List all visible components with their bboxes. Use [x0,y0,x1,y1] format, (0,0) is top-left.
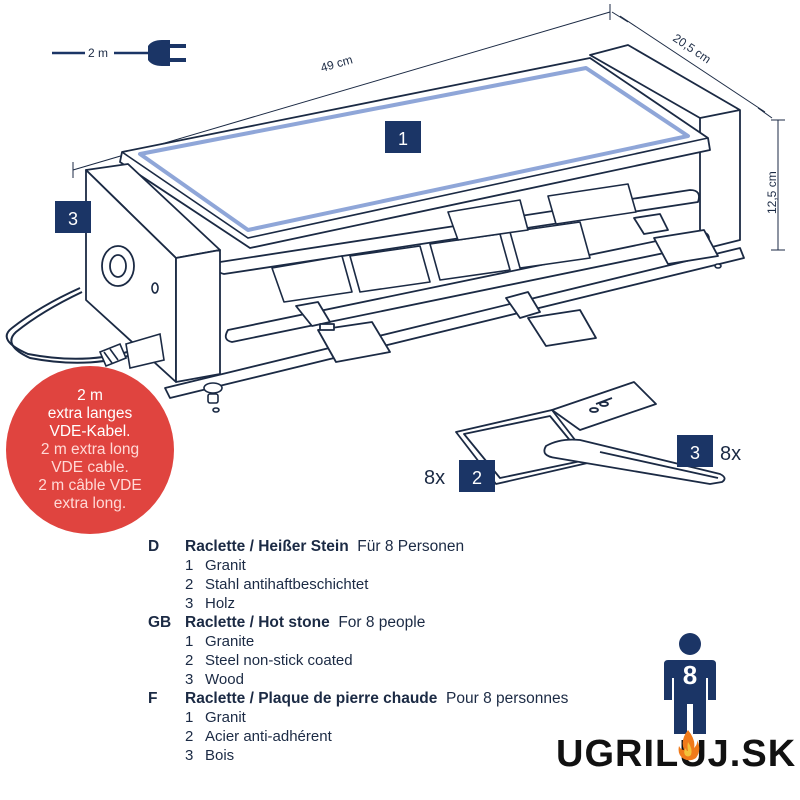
cable-plug [98,332,165,369]
svg-text:2: 2 [472,468,482,488]
raclette-pans [271,183,637,303]
cable-badge: 2 m extra langes VDE-Kabel. 2 m extra lo… [6,366,174,534]
callout-housing: 3 [55,201,91,233]
spec-subtitle: Pour 8 personnes [446,690,569,707]
grill-base [164,247,745,399]
badge-line-en-2: VDE cable. [51,459,129,476]
spec-subtitle: Für 8 Personen [357,538,465,555]
control-knob [101,245,135,287]
power-cable [5,287,141,364]
spec-heading-de: D Raclette / Heißer Stein Für 8 Personen [148,537,668,556]
dimension-depth [611,11,773,119]
spatula-count: 8x [720,443,741,465]
callout-grill-stone: 1 [385,121,421,153]
person-count: 8 [683,660,697,690]
language-code: F [148,690,158,707]
badge-line-de-2: extra langes [47,405,133,422]
badge-line-fr-2: extra long. [53,495,127,512]
dimension-height-label: 12,5 cm [765,171,779,214]
person-icon: 8 [664,633,716,734]
cable-length-indicator: 2 m [52,46,150,60]
pan-handles [295,213,719,363]
spec-heading-gb: GB Raclette / Hot stone For 8 people [148,613,668,632]
language-code: GB [148,614,172,631]
plug-icon [148,40,186,66]
site-logo[interactable]: UGRILUJ.SK [556,733,797,775]
detached-spatula [543,438,726,485]
dimension-width-label: 49 cm [319,52,354,74]
cable-length-label: 2 m [88,46,108,60]
spec-list: D Raclette / Heißer Stein Für 8 Personen… [148,537,668,765]
language-code: D [148,538,160,555]
spec-heading-fr: F Raclette / Plaque de pierre chaude Pou… [148,689,668,708]
badge-line-de-1: 2 m [77,387,103,404]
indicator-light [151,282,159,294]
grill-feet [203,263,722,413]
callout-spatula: 3 8x [677,435,741,467]
svg-text:1: 1 [398,129,408,149]
dimension-height [771,119,785,251]
dimension-depth-label: 20,5 cm [670,31,713,66]
raclette-illustration: 2 m 49 cm 20,5 cm 12,5 cm [5,4,785,492]
svg-text:3: 3 [690,443,700,463]
flame-icon [678,730,700,761]
pan-count: 8x [424,467,445,489]
callout-pan: 8x 2 [424,460,495,492]
spec-title: Raclette / Plaque de pierre chaude [185,690,438,707]
spec-title: Raclette / Hot stone [185,614,330,631]
badge-line-en-1: 2 m extra long [40,441,140,458]
svg-text:3: 3 [68,209,78,229]
badge-line-de-3: VDE-Kabel. [49,423,131,440]
grill-back-end [589,44,741,251]
spec-title: Raclette / Heißer Stein [185,538,349,555]
spec-subtitle: For 8 people [338,614,426,631]
badge-line-fr-1: 2 m câble VDE [38,477,142,494]
